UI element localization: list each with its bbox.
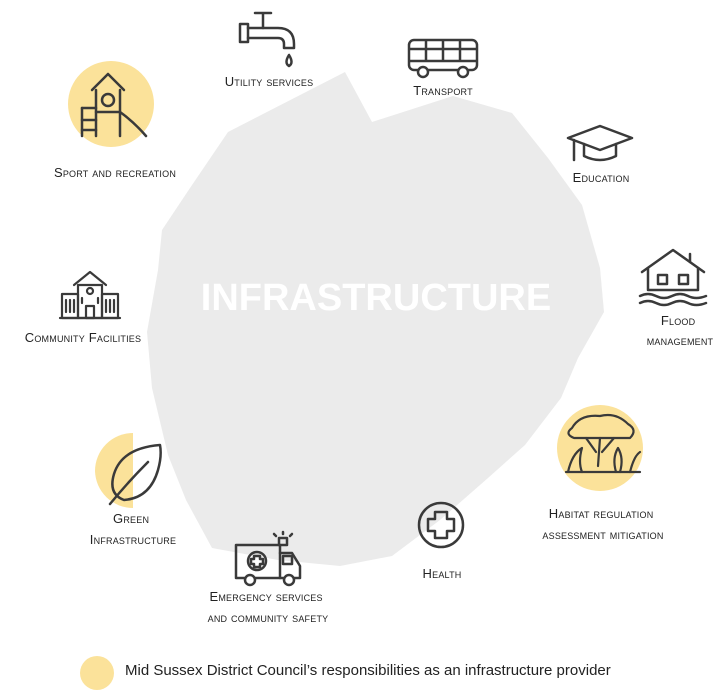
ambulance-icon: [234, 530, 302, 587]
label-education: Education: [573, 170, 630, 185]
habitat-tree-icon: [564, 413, 642, 474]
center-title: INFRASTRUCTURE: [201, 277, 551, 319]
graduation-cap-icon: [566, 124, 634, 162]
label-utility: Utility services: [225, 74, 314, 89]
label-emergency: Emergency services and community safety: [208, 589, 329, 625]
label-sport: Sport and recreation: [54, 165, 176, 180]
central-gear-shape: [147, 72, 604, 566]
medical-cross-icon: [417, 501, 465, 549]
community-building-icon: [58, 270, 122, 320]
label-transport: Transport: [413, 83, 473, 98]
legend-swatch: [80, 656, 114, 690]
label-health: Health: [423, 566, 462, 581]
label-flood: Flood management: [647, 313, 714, 348]
water-tap-icon: [238, 11, 296, 68]
playground-slide-icon: [80, 72, 148, 138]
label-community: Community Facilities: [25, 330, 141, 345]
flood-house-icon: [638, 248, 708, 307]
legend-text: Mid Sussex District Council’s responsibi…: [125, 662, 611, 679]
bus-icon: [407, 38, 479, 79]
leaf-icon: [108, 443, 162, 506]
label-habitat: Habitat regulation assessment mitigation: [542, 506, 663, 542]
label-green: Green Infrastructure: [90, 511, 176, 547]
